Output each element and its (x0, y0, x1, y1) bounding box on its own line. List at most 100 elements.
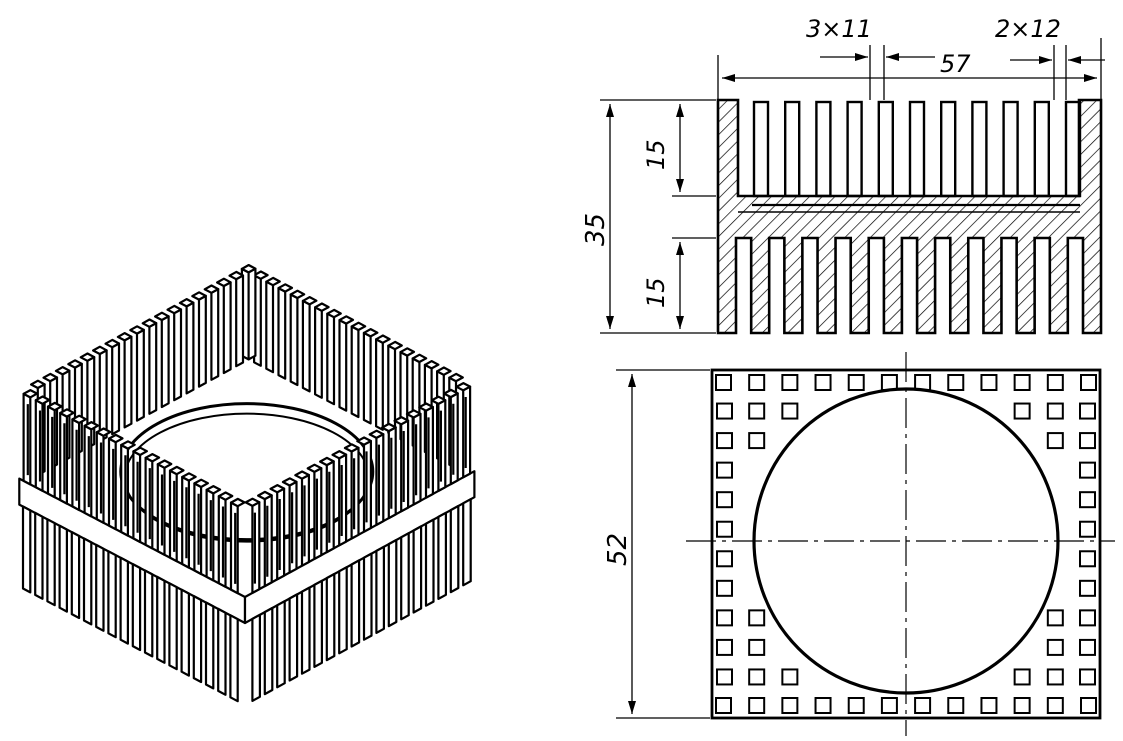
iso-fin-back (375, 338, 384, 431)
fin-hole (1079, 609, 1096, 627)
iso-fin-back (265, 280, 275, 374)
fin-hole (847, 697, 865, 714)
fin-hole (1046, 432, 1064, 450)
dim-upper-fin-label: 15 (642, 139, 670, 170)
upper-fin (940, 100, 957, 198)
fin-hole (1079, 432, 1096, 450)
fin-hole (980, 374, 998, 391)
iso-lower-fin (251, 613, 261, 703)
iso-fin-top (178, 298, 195, 308)
fin-hole (1046, 609, 1064, 627)
fin-hole (748, 402, 766, 420)
iso-fin-top (343, 443, 360, 453)
fin-hole (814, 374, 832, 391)
iso-fin-back (235, 274, 245, 368)
upper-fin (971, 100, 988, 198)
iso-fin-top (399, 347, 416, 357)
iso-fin-back (247, 267, 257, 361)
fin-hole (980, 697, 998, 714)
fin-hole (1013, 697, 1031, 714)
iso-lower-fin (400, 532, 410, 621)
fin-hole (847, 374, 865, 391)
iso-lower-fin (350, 559, 361, 648)
fin-hole (716, 638, 733, 656)
fin-hole (716, 550, 733, 568)
fin-hole (1079, 668, 1096, 686)
fin-hole (748, 609, 766, 627)
iso-lower-fin (387, 538, 398, 628)
iso-lower-fin (300, 586, 311, 675)
fin-hole (716, 461, 733, 479)
upper-fin (784, 100, 801, 198)
upper-fin (1002, 100, 1019, 198)
fin-hole (947, 697, 965, 714)
fin-hole (1079, 402, 1096, 420)
fin-hole (1013, 374, 1031, 391)
iso-fin-back (289, 293, 299, 387)
fin-hole (1013, 402, 1031, 420)
iso-lower-fin (412, 525, 423, 614)
iso-fin-top (381, 422, 397, 433)
iso-fin-top (205, 485, 222, 495)
iso-lower-fin (46, 518, 56, 607)
iso-lower-fin (95, 543, 105, 632)
dimension-fin-pitch-right (1010, 45, 1105, 100)
iso-lower-fin (34, 511, 44, 600)
fin-hole (947, 374, 965, 391)
iso-fin-top (356, 436, 372, 446)
iso-fin-top (228, 270, 245, 281)
iso-fin-top (132, 446, 148, 457)
iso-fin-back (387, 344, 397, 438)
iso-fin-top (306, 463, 323, 473)
iso-lower-fin (424, 518, 435, 607)
section-hatched-body (716, 98, 1103, 335)
fin-hole (1080, 374, 1097, 391)
iso-lower-fin (156, 575, 166, 664)
iso-lower-fin (168, 582, 178, 671)
fin-hole (716, 609, 733, 627)
iso-lower-fin (229, 614, 239, 703)
iso-fin-top (314, 302, 330, 312)
iso-lower-fin (204, 601, 215, 690)
iso-lower-fin (143, 569, 154, 658)
iso-fin-back (301, 299, 311, 393)
iso-fin-top (203, 284, 220, 294)
iso-fin-top (368, 429, 385, 439)
iso-lower-fin (462, 498, 472, 587)
dim-fin-pitch-left-label: 3×11 (806, 15, 872, 43)
fin-hole (748, 697, 766, 714)
iso-lower-fin (325, 572, 336, 662)
fin-hole (781, 402, 799, 420)
upper-fin (877, 100, 894, 198)
iso-fin-top (217, 491, 234, 501)
iso-fin-top (67, 359, 83, 369)
iso-lower-fin (375, 545, 385, 635)
iso-fin-top (79, 352, 96, 362)
iso-fin-top (95, 427, 112, 437)
iso-fin-top (116, 332, 133, 342)
iso-fin-top (393, 416, 410, 426)
iso-fin-back (160, 315, 170, 409)
iso-fin-top (443, 388, 459, 399)
iso-fin-top (319, 456, 335, 467)
dimension-lower-fin-height (672, 237, 716, 329)
fin-hole (748, 638, 766, 656)
fin-hole (716, 402, 733, 420)
fin-hole (1046, 668, 1064, 686)
iso-fin-top (281, 477, 298, 487)
iso-fin-top (257, 490, 273, 501)
iso-fin-top (216, 277, 232, 288)
iso-fin-top (375, 334, 391, 344)
iso-lower-fin (131, 562, 142, 652)
iso-fin-top (240, 264, 257, 274)
fin-hole (748, 668, 766, 686)
iso-fin-top (42, 372, 59, 383)
iso-fin-top (168, 465, 185, 476)
fin-hole (1080, 697, 1097, 714)
iso-lower-fin (263, 606, 274, 696)
upper-fin (908, 100, 926, 198)
iso-fin-back (314, 306, 323, 399)
fin-hole (716, 491, 733, 509)
upper-fin (1033, 100, 1051, 198)
